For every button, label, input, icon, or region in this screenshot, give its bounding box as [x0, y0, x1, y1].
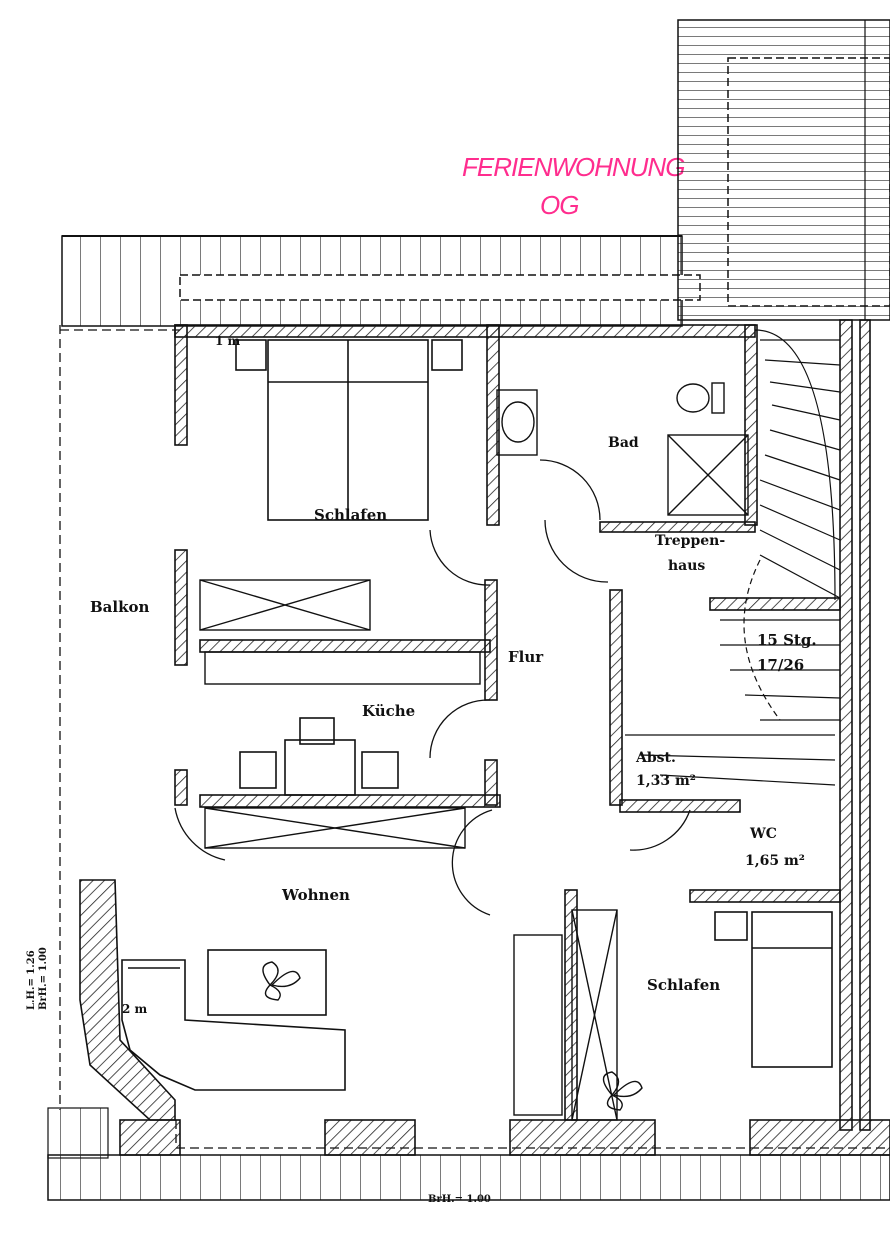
abstellraum-label: Abst. — [635, 750, 676, 766]
roof-top-left — [61, 235, 701, 327]
room-label-kueche: Küche — [362, 702, 415, 720]
stairs-count-label: 15 Stg. — [757, 631, 817, 649]
room-label-schlafen-top: Schlafen — [314, 506, 387, 524]
sofa — [121, 959, 346, 1091]
room-label-bad: Bad — [608, 435, 639, 451]
bed-single — [714, 911, 833, 1068]
marker-2m: 2 m — [122, 1002, 148, 1016]
walls — [79, 319, 890, 1156]
plan-title-line1: FERIENWOHNUNG — [462, 152, 685, 182]
plan-title-line2: OG — [540, 190, 579, 220]
dim-brh-bottom-label: BrH.= 1.00 — [428, 1194, 491, 1205]
room-label-flur: Flur — [508, 648, 544, 666]
abstellraum-area-label: 1,33 m² — [636, 773, 696, 789]
roof-top-right — [677, 19, 890, 321]
wc-area-label: 1,65 m² — [745, 853, 805, 869]
plant-icon-living — [262, 961, 301, 1001]
room-label-treppenhaus-1: Treppen- — [655, 533, 725, 549]
marker-1m: 1 m — [215, 334, 241, 348]
stairs-ratio-label: 17/26 — [757, 656, 804, 674]
room-label-balkon: Balkon — [90, 598, 149, 616]
room-label-wohnen: Wohnen — [281, 886, 350, 904]
coffee-table — [207, 949, 327, 1016]
wc-label: WC — [749, 826, 777, 842]
eaves-outline — [59, 325, 890, 1149]
room-label-treppenhaus-2: haus — [668, 558, 705, 574]
staircase — [625, 329, 841, 786]
plant-icon-bedroom — [602, 1071, 643, 1111]
kitchen-table — [239, 717, 399, 796]
dim-brh-label: BrH.= 1.00 — [38, 947, 49, 1010]
roof-bottom — [47, 1107, 890, 1201]
room-label-schlafen-bottom: Schlafen — [647, 976, 720, 994]
dim-lh-label: L.H.= 1.26 — [26, 950, 37, 1010]
bed-double — [235, 339, 463, 521]
doors — [174, 459, 691, 916]
